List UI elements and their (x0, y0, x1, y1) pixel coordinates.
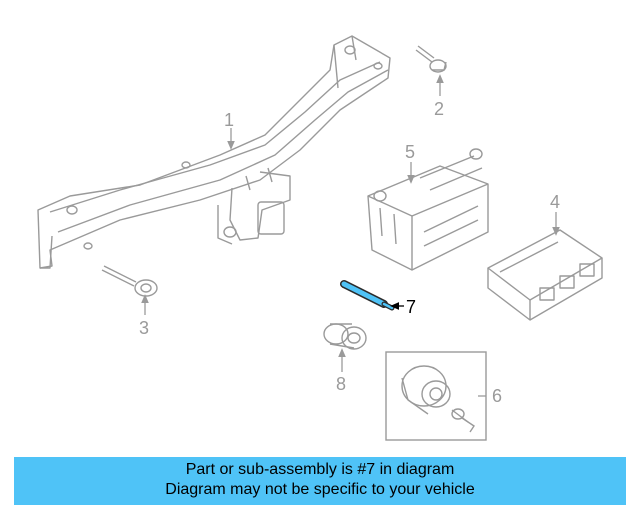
tow-hitch-crossmember (37, 35, 391, 269)
callout-5: 5 (405, 142, 415, 162)
banner-line-1: Part or sub-assembly is #7 in diagram (185, 461, 455, 478)
callout-2: 2 (434, 99, 444, 119)
info-banner: Part or sub-assembly is #7 in diagram Di… (14, 457, 626, 505)
bolt-part-2 (415, 45, 447, 73)
callout-4: 4 (550, 192, 560, 212)
socket-assembly-part-6 (385, 351, 487, 441)
callout-leaders (141, 74, 560, 397)
pin-part-7 (340, 280, 395, 311)
module-bracket-part-5 (367, 148, 489, 271)
callout-6: 6 (492, 386, 502, 406)
callout-8: 8 (336, 374, 346, 394)
callout-7: 7 (406, 297, 416, 317)
socket-cap-part-8 (323, 323, 367, 350)
callout-3: 3 (139, 318, 149, 338)
callout-1: 1 (224, 110, 234, 130)
control-module-part-4 (487, 229, 603, 321)
banner-line-2: Diagram may not be specific to your vehi… (165, 481, 475, 498)
parts-diagram: 1 2 3 4 5 6 7 8 (37, 35, 603, 441)
tow-eye-part-3 (101, 265, 158, 297)
